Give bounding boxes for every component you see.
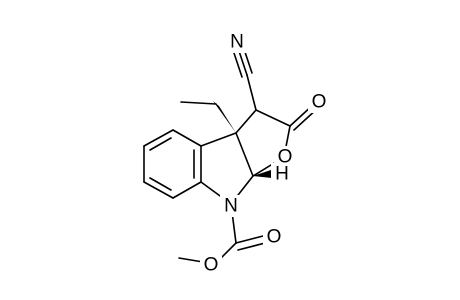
bond-benzene-3-inner — [149, 177, 172, 191]
wedge-ethyl — [213, 101, 236, 133]
bond-c3-nitrile-c — [246, 74, 257, 111]
atom-mask-carbonyl-o — [308, 91, 330, 113]
atom-mask-ester-o — [200, 254, 222, 276]
wedge-hydrogen — [253, 170, 272, 178]
atom-label-ester-carbonyl-o: O — [267, 227, 282, 248]
atom-label-stereo-h: H — [275, 164, 289, 185]
bond-ethyl-ch2-ch3 — [180, 101, 217, 105]
atom-label-layer: N O O N H O O — [200, 31, 330, 276]
atom-label-nitrile-n: N — [230, 32, 244, 53]
wedge-layer — [213, 101, 272, 178]
atom-mask-ring-o — [274, 146, 296, 168]
bond-benzene-3 — [143, 181, 174, 199]
bond-nitrile-triple-2 — [232, 49, 243, 78]
atom-mask-ester-carbonyl-o — [263, 226, 285, 248]
bond-c8a-c3a — [235, 132, 254, 177]
atom-mask-stereo-h — [271, 163, 293, 185]
bond-benzene-1-inner — [149, 137, 172, 151]
atom-label-ring-o: O — [278, 147, 293, 168]
bond-benzene-1 — [143, 129, 174, 147]
atom-mask-indole-n — [220, 195, 242, 217]
atom-label-indole-n: N — [224, 196, 238, 217]
bond-c3a-c3 — [235, 109, 257, 134]
atom-label-ester-o: O — [204, 255, 219, 276]
bond-c3a-c7a — [200, 132, 237, 147]
atom-label-carbonyl-o: O — [312, 92, 327, 113]
bond-c3-c2 — [255, 109, 291, 127]
bond-benzene-6 — [172, 129, 202, 147]
bond-benzene-4 — [172, 181, 202, 199]
bond-ester-c-o-double-1 — [235, 234, 268, 244]
atom-mask-nitrile-n — [226, 31, 248, 53]
